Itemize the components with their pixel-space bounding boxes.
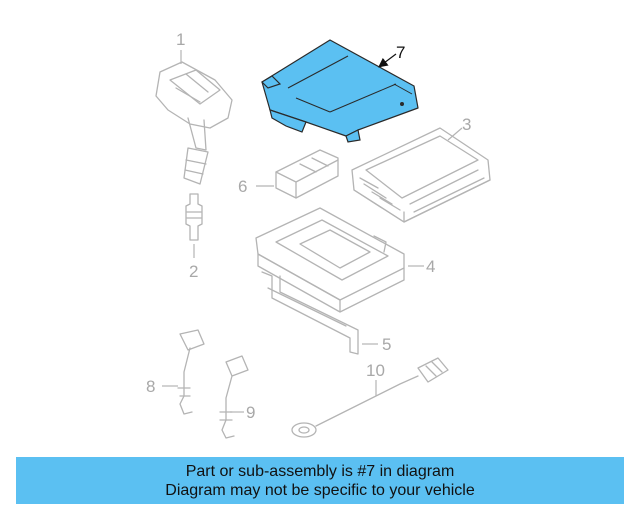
callout-5: 5: [382, 335, 391, 354]
callout-4: 4: [426, 257, 435, 276]
relay-part: [275, 149, 339, 199]
callout-1: 1: [176, 30, 185, 49]
info-banner: Part or sub-assembly is #7 in diagram Di…: [16, 457, 624, 504]
callout-6: 6: [238, 177, 247, 196]
spark-plug-part: [185, 193, 203, 241]
callout-7: 7: [396, 43, 405, 62]
leader-3: [447, 127, 463, 141]
knock-sensor-part-10: [291, 357, 449, 438]
mounting-tray-part: [255, 207, 405, 313]
banner-line-2: Diagram may not be specific to your vehi…: [165, 481, 475, 499]
sensor-part-8: [177, 329, 205, 415]
banner-line-1: Part or sub-assembly is #7 in diagram: [185, 462, 455, 480]
callout-8: 8: [146, 377, 155, 396]
parts-diagram: 1 2 7 3 6: [146, 30, 491, 439]
lower-bracket-part: [261, 271, 359, 355]
callout-9: 9: [246, 403, 255, 422]
ignition-coil-part: [155, 61, 233, 185]
sensor-part-9: [219, 355, 249, 439]
callout-10: 10: [366, 361, 385, 380]
engine-control-module-part: [351, 127, 491, 223]
callout-3: 3: [462, 115, 471, 134]
callout-2: 2: [189, 262, 198, 281]
leader-7: [378, 53, 397, 68]
bracket-part-7-highlighted: [261, 39, 419, 143]
